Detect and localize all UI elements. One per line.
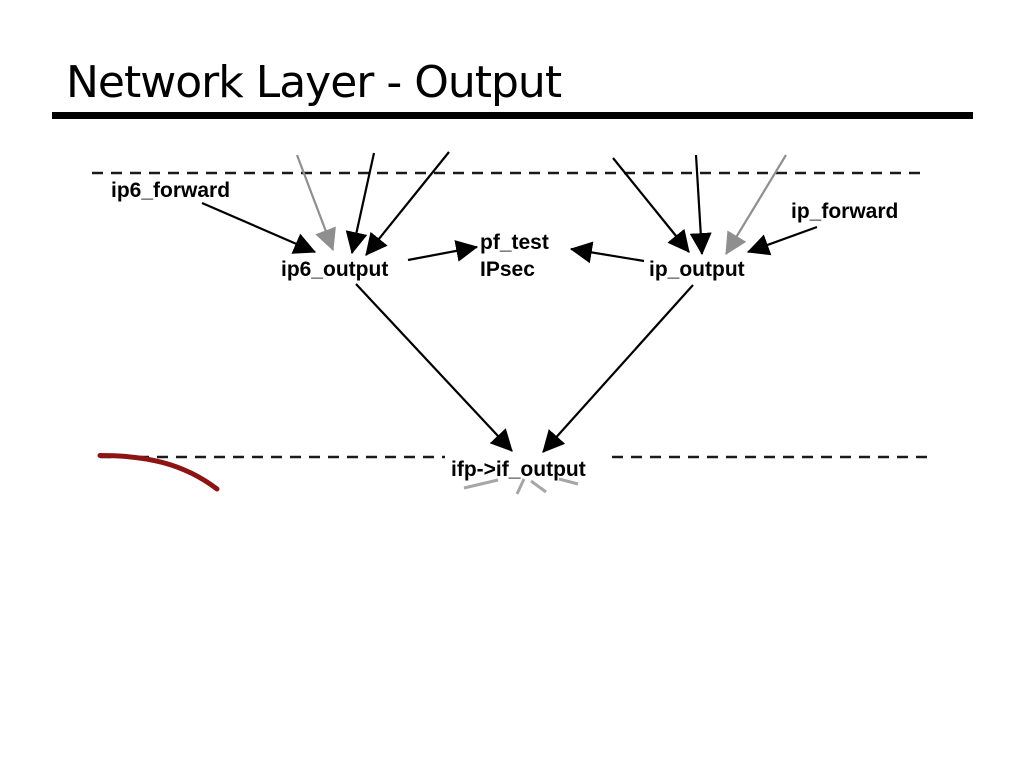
node-label-ip6-forward: ip6_forward <box>111 179 231 202</box>
edge-upper-1-to-ip6-output <box>345 152 376 255</box>
pf-test-line1: pf_test <box>480 231 549 254</box>
node-label-ifp-if-output: ifp->if_output <box>451 458 586 481</box>
edge-upper-gray-to-ip6-output <box>295 154 336 252</box>
node-label-ip-output: ip_output <box>649 258 745 281</box>
page-title: Network Layer - Output <box>66 57 562 108</box>
edge-upper-1-to-ip-output <box>612 157 690 253</box>
edge-ip-output-to-pf-test <box>569 241 645 264</box>
edge-ip6-output-to-pf-test <box>407 240 479 262</box>
edge-ip6-forward-to-ip6-output <box>201 201 317 254</box>
edge-upper-gray-to-ip-output <box>725 154 787 255</box>
node-label-ip-forward: ip_forward <box>791 200 899 223</box>
node-label-pf-test: pf_test IPsec <box>480 229 549 283</box>
pf-test-line2: IPsec <box>480 258 535 281</box>
edge-ip-output-to-if-output <box>542 284 694 453</box>
node-label-ip6-output: ip6_output <box>281 258 389 281</box>
edge-upper-2-to-ip6-output <box>365 151 450 256</box>
edge-upper-2-to-ip-output <box>689 154 712 256</box>
title-underline <box>52 112 973 119</box>
edge-ip6-output-to-if-output <box>355 283 513 452</box>
edge-ip-forward-to-ip-output <box>746 225 818 256</box>
red-highlight-curve <box>97 453 220 492</box>
gray-artifact-marks <box>463 477 579 495</box>
